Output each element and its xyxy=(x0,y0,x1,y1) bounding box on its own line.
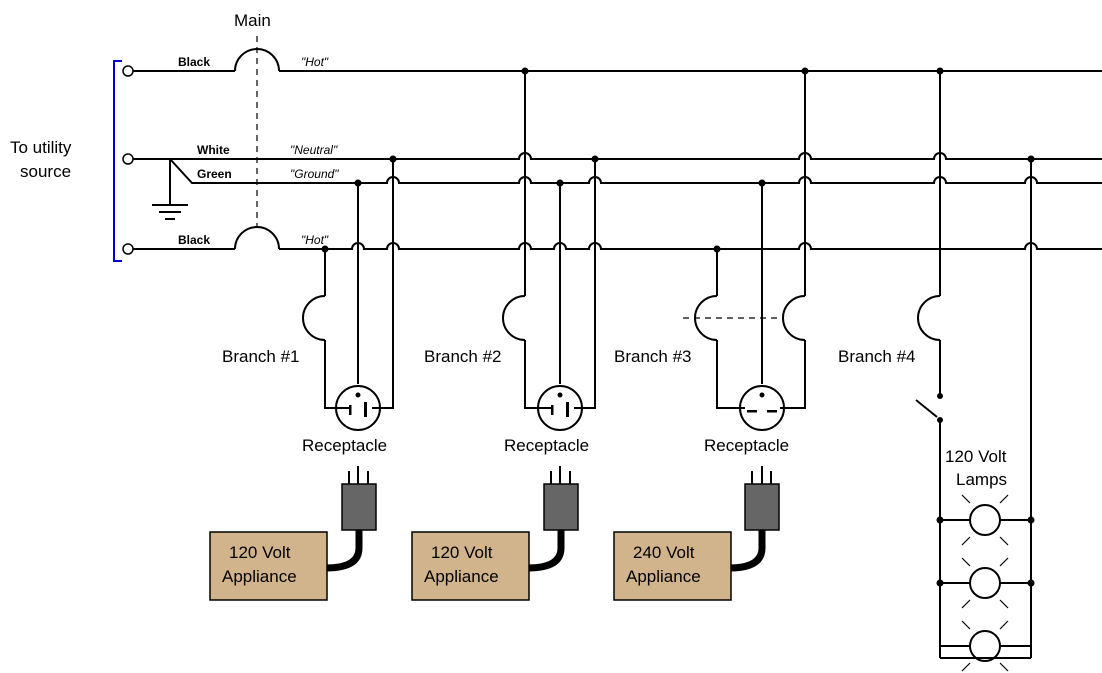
branch-3-receptacle-label: Receptacle xyxy=(704,436,789,455)
wire-label-black-bottom: Black xyxy=(178,233,210,247)
branch-3: Branch #3 Receptacle 240 Volt Appliance xyxy=(613,67,809,601)
branch-3-breaker-b xyxy=(782,295,806,341)
wire-hot-bottom-bus xyxy=(279,242,1102,250)
lamp-ray xyxy=(999,662,1009,672)
appliance-label-line2: Appliance xyxy=(222,567,297,586)
branch-2-appliance: 120 Volt Appliance xyxy=(411,531,530,601)
wire-label-hot-top: "Hot" xyxy=(301,55,329,69)
lamp-bulb xyxy=(969,630,1001,662)
receptacle-slot xyxy=(767,410,777,413)
wire-ground xyxy=(169,158,1102,184)
terminal-neutral xyxy=(122,153,134,165)
receptacle-slot xyxy=(364,402,367,417)
wire-label-white: White xyxy=(197,143,230,157)
branch-3-appliance: 240 Volt Appliance xyxy=(613,531,732,601)
branch-1-breaker xyxy=(302,295,326,341)
receptacle-ground-slot xyxy=(355,392,361,398)
plug-body xyxy=(543,483,579,531)
branch-2-receptacle xyxy=(537,385,583,431)
appliance-label-line1: 240 Volt xyxy=(633,543,695,562)
appliance-box xyxy=(411,531,530,601)
branch-2-hot-lower xyxy=(524,340,552,409)
lamp-ray xyxy=(999,494,1009,504)
main-label: Main xyxy=(234,11,271,30)
lamp-ray xyxy=(999,557,1009,567)
branch-1-neutral-wire xyxy=(372,159,394,409)
lamp-ray xyxy=(961,494,971,504)
plug-body xyxy=(744,483,780,531)
branch-2: Branch #2 Receptacle 120 Volt Appliance xyxy=(411,67,599,601)
appliance-label-line1: 120 Volt xyxy=(431,543,493,562)
wire-label-green: Green xyxy=(197,167,232,181)
switch-lever xyxy=(915,399,938,418)
branch-4-breaker xyxy=(917,295,941,341)
branch-3-label: Branch #3 xyxy=(614,347,692,366)
wire-label-black-top: Black xyxy=(178,55,210,69)
branch-3-receptacle xyxy=(739,385,785,431)
branch-3-hot-b-lower xyxy=(780,340,806,409)
branch-2-neutral-wire xyxy=(574,159,596,409)
receptacle-ground-slot xyxy=(759,392,765,398)
receptacle-body xyxy=(739,385,785,431)
plug-body xyxy=(341,483,377,531)
lamp-1 xyxy=(936,494,1035,546)
branch-1: Branch #1 Receptacle 120 Volt Appliance xyxy=(209,155,397,601)
lamp-2 xyxy=(936,557,1035,609)
receptacle-slot xyxy=(747,410,757,413)
lamp-ray xyxy=(961,536,971,546)
plug-cord xyxy=(527,530,565,572)
branch-1-hot-lower xyxy=(324,340,350,409)
appliance-box xyxy=(613,531,732,601)
lamp-ray xyxy=(999,599,1009,609)
branch-1-plug xyxy=(325,466,377,572)
receptacle-body xyxy=(335,385,381,431)
wire-label-hot-bottom: "Hot" xyxy=(301,233,329,247)
branch-2-label: Branch #2 xyxy=(424,347,502,366)
main-breaker-bottom xyxy=(234,226,280,250)
appliance-box xyxy=(209,531,328,601)
plug-cord xyxy=(728,530,766,572)
terminal-hot-top xyxy=(122,65,134,77)
source-bracket xyxy=(113,60,122,262)
appliance-label-line1: 120 Volt xyxy=(229,543,291,562)
plug-cord xyxy=(325,530,363,572)
lamps-label-line1: 120 Volt xyxy=(945,447,1007,466)
wire-label-ground: "Ground" xyxy=(290,167,339,181)
wire-neutral xyxy=(133,152,1102,160)
branch-4: Branch #4 120 Volt Lamps xyxy=(838,67,1035,672)
lamp-bulb xyxy=(969,567,1001,599)
branch-2-breaker xyxy=(502,295,526,341)
receptacle-slot xyxy=(566,402,569,417)
source-label-line2: source xyxy=(20,162,71,181)
branch-4-label: Branch #4 xyxy=(838,347,916,366)
branch-2-receptacle-label: Receptacle xyxy=(504,436,589,455)
branch-2-plug xyxy=(527,466,579,572)
branch-1-receptacle xyxy=(335,385,381,431)
receptacle-slot xyxy=(551,405,554,415)
lamps-label-line2: Lamps xyxy=(956,470,1007,489)
receptacle-ground-slot xyxy=(557,392,563,398)
branch-3-plug xyxy=(728,466,780,572)
branch-1-receptacle-label: Receptacle xyxy=(302,436,387,455)
source-label-line1: To utility xyxy=(10,138,72,157)
wire-label-neutral: "Neutral" xyxy=(290,143,338,157)
terminal-hot-bottom xyxy=(122,243,134,255)
branch-1-appliance: 120 Volt Appliance xyxy=(209,531,328,601)
lamp-ray xyxy=(999,536,1009,546)
receptacle-body xyxy=(537,385,583,431)
lamp-3 xyxy=(940,620,1031,672)
lamp-ray xyxy=(961,662,971,672)
lamp-ray xyxy=(999,620,1009,630)
lamp-ray xyxy=(961,620,971,630)
appliance-label-line2: Appliance xyxy=(626,567,701,586)
appliance-label-line2: Appliance xyxy=(424,567,499,586)
branch-3-hot-a-lower xyxy=(716,340,745,409)
branch-1-label: Branch #1 xyxy=(222,347,300,366)
lamp-ray xyxy=(961,557,971,567)
switch-contact xyxy=(937,393,943,399)
receptacle-slot xyxy=(349,405,352,415)
lamp-ray xyxy=(961,599,971,609)
lamp-bulb xyxy=(969,504,1001,536)
